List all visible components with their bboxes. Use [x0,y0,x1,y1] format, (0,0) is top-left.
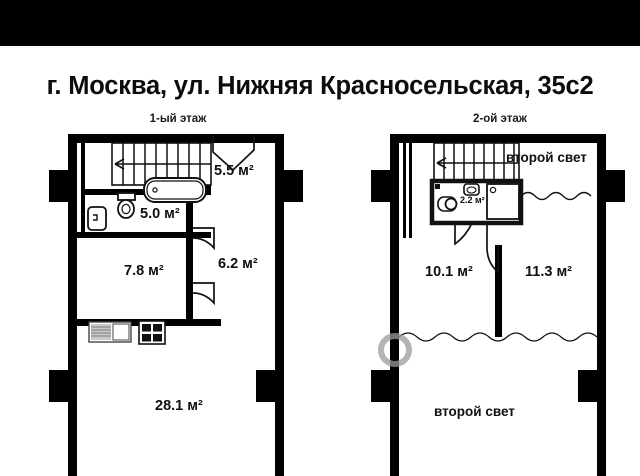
floor-1-label: 1-ый этаж [149,113,207,125]
top-black-band [0,0,640,46]
door-swings-floor-2 [454,222,499,274]
area-label-11-3: 11.3 м² [525,264,573,280]
annotation-vtoroj-svet-top: второй свет [506,150,587,165]
door-swings-floor-1 [192,135,255,306]
plan-sheet [0,46,640,476]
annotation-vtoroj-svet-bottom: второй свет [434,404,515,419]
area-label-28-1: 28.1 м² [155,398,203,414]
shower-cabin-icon [486,183,520,220]
area-label-6-2: 6.2 м² [218,256,258,272]
washbasin-icon-2 [463,183,480,196]
area-label-7-8: 7.8 м² [124,263,164,279]
page-title: г. Москва, ул. Нижняя Красносельская, 35… [46,72,594,100]
stove-icon [138,320,166,345]
toilet-icon-2 [437,196,458,212]
watermark-ring [378,333,412,367]
kitchen-sink-icon [88,321,132,343]
staircase-floor-2 [433,142,520,184]
area-label-5-0: 5.0 м² [140,206,180,222]
double-height-wavy-line-bottom [398,332,598,342]
floor-2-label: 2-ой этаж [473,113,527,125]
area-label-5-5: 5.5 м² [214,163,254,179]
washbasin-icon [87,206,107,231]
bathtub-icon [143,177,207,203]
toilet-icon [117,192,136,219]
area-label-2-2: 2.2 м² [460,195,485,205]
area-label-10-1: 10.1 м² [425,264,473,280]
double-height-wavy-line-top [520,191,592,201]
